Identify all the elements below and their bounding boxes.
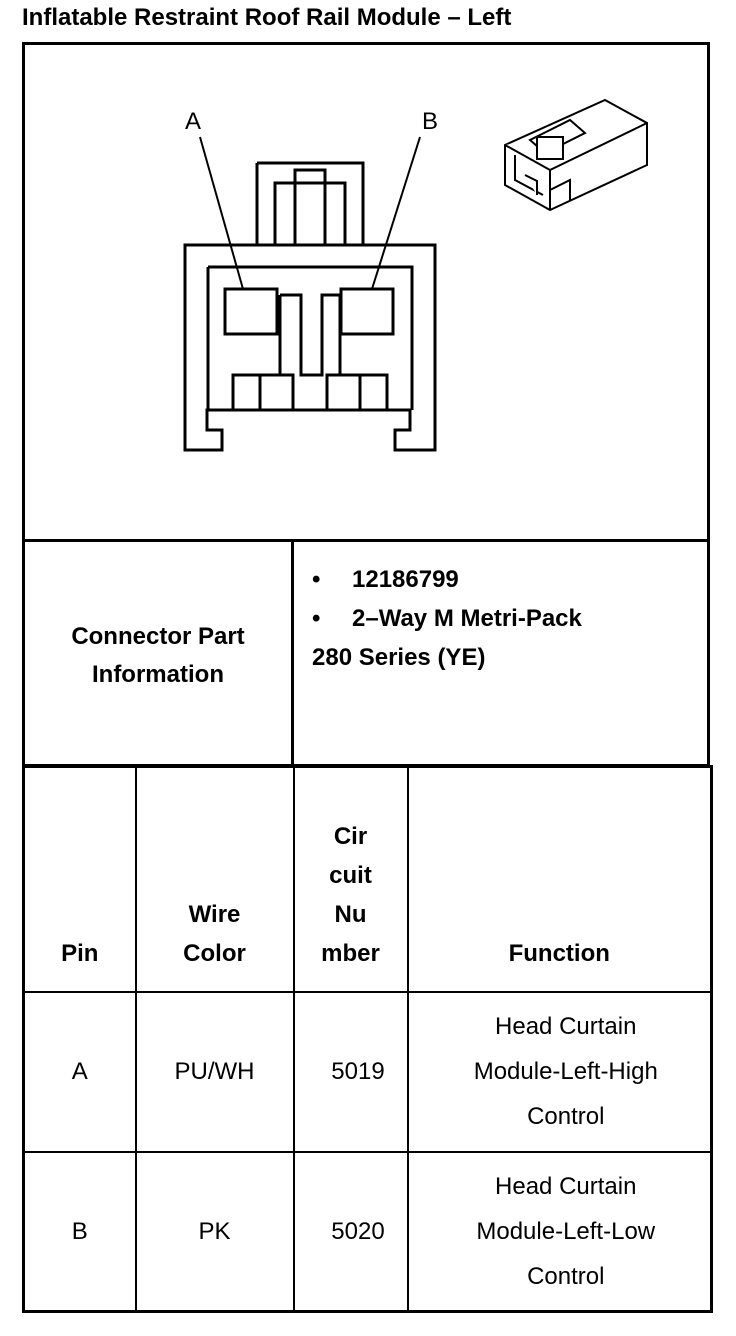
cell-pin: B (22, 1150, 137, 1313)
table-header-row: Pin Wire Color Cir cuit Nu mber Function (22, 765, 713, 993)
connector-info-list: •12186799 •2–Way M Metri-Pack 280 Series… (312, 560, 582, 677)
connector-face-drawing: A B (183, 98, 648, 452)
cell-wire-color: PU/WH (134, 990, 295, 1153)
cell-circuit: 5019 (292, 990, 409, 1153)
connector-part-info: Connector Part Information •12186799 •2–… (22, 539, 710, 767)
cell-function: Head Curtain Module-Left-High Control (406, 990, 713, 1153)
connector-diagram: A B (22, 42, 710, 542)
cell-wire-color: PK (134, 1150, 295, 1313)
header-pin: Pin (22, 765, 137, 993)
cell-circuit: 5020 (292, 1150, 409, 1313)
pin-label-b: B (422, 108, 438, 135)
connector-3d-icon (504, 98, 648, 212)
cell-function: Head Curtain Module-Left-Low Control (406, 1150, 713, 1313)
header-function: Function (406, 765, 713, 993)
pin-table: Pin Wire Color Cir cuit Nu mber Function… (22, 765, 713, 1313)
pin-label-a: A (185, 108, 201, 135)
cell-pin: A (22, 990, 137, 1153)
header-wire-color: Wire Color (134, 765, 295, 993)
connector-info-label: Connector Part Information (25, 542, 294, 764)
connector-info-continuation: 280 Series (YE) (312, 644, 486, 671)
connector-info-item: •12186799 (312, 566, 459, 593)
connector-info-item: •2–Way M Metri-Pack (312, 605, 582, 632)
table-row: A PU/WH 5019 Head Curtain Module-Left-Hi… (22, 990, 713, 1153)
connector-info-label-line2: Information (91, 661, 224, 688)
header-circuit-number: Cir cuit Nu mber (292, 765, 409, 993)
connector-info-label-line1: Connector Part (71, 623, 245, 650)
table-row: B PK 5020 Head Curtain Module-Left-Low C… (22, 1150, 713, 1313)
page-title: Inflatable Restraint Roof Rail Module – … (22, 4, 512, 31)
